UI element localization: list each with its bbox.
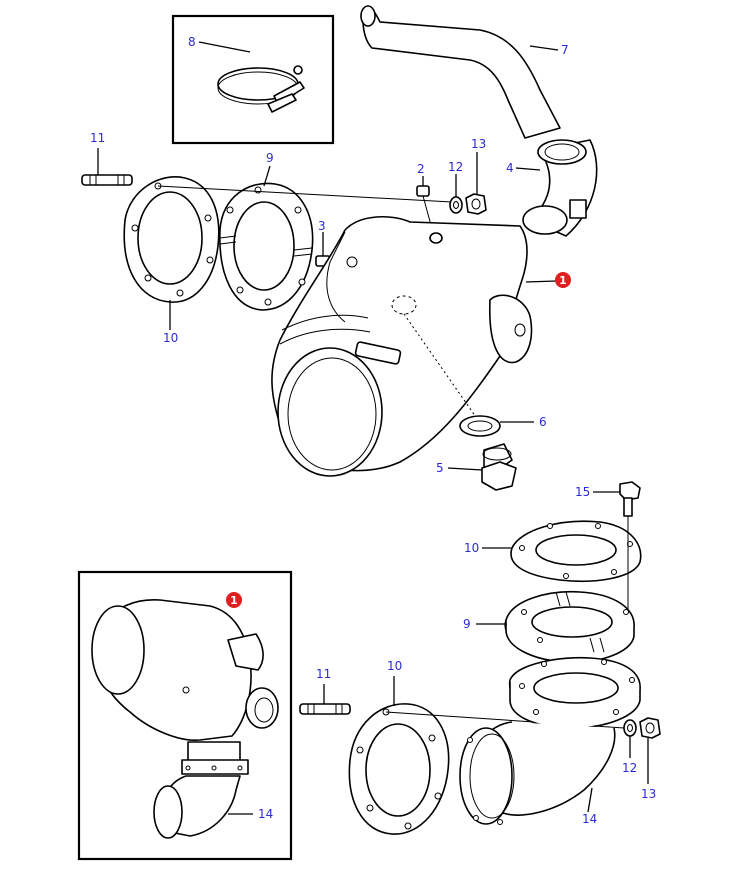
- gasket-part-10-bottom: [348, 703, 450, 835]
- elbow-part-14: [459, 656, 641, 825]
- split-flange-part-9-right: [504, 590, 635, 663]
- label-9-top: 9: [266, 151, 274, 165]
- leader-8: [198, 41, 251, 53]
- label-14-bottom: 14: [582, 812, 597, 826]
- nut-part-13-bottom: [639, 717, 661, 739]
- label-10-top: 10: [163, 331, 178, 345]
- leader-4: [515, 167, 541, 171]
- inset-box-clamp: 8: [171, 14, 335, 145]
- label-11-top: 11: [90, 131, 105, 145]
- label-12-bottom: 12: [622, 761, 637, 775]
- stud-part-11-bottom: [299, 703, 351, 715]
- callout-1-inset-text: 1: [230, 594, 238, 607]
- label-13-top: 13: [471, 137, 486, 151]
- hose-clamp-drawing: [217, 65, 305, 113]
- hose-part-7: [360, 5, 561, 139]
- inset-box-assembled: 1 14: [77, 570, 293, 861]
- label-8: 8: [188, 35, 196, 49]
- leader-9-top: [263, 165, 271, 187]
- gasket-part-10-top: [123, 176, 220, 303]
- label-6: 6: [539, 415, 547, 429]
- washer-part-12-bottom: [623, 719, 637, 737]
- washer-part-12-top: [449, 196, 463, 214]
- assembly-line-top: [157, 185, 453, 203]
- label-12-top: 12: [448, 160, 463, 174]
- label-10-bottom: 10: [387, 659, 402, 673]
- drain-plug-part-5: [481, 443, 517, 491]
- callout-badge-1: 1: [555, 272, 571, 288]
- label-7: 7: [561, 43, 569, 57]
- label-13-bottom: 13: [641, 787, 656, 801]
- stud-part-11-top: [81, 174, 133, 186]
- callout-1-text: 1: [559, 274, 567, 287]
- assembled-silencer-drawing: [91, 599, 279, 839]
- label-15: 15: [575, 485, 590, 499]
- sealing-ring-part-6: [459, 415, 501, 437]
- label-10-right: 10: [464, 541, 479, 555]
- leader-7: [529, 45, 559, 51]
- elbow-part-4: [522, 139, 598, 237]
- label-5: 5: [436, 461, 444, 475]
- leader-1: [525, 280, 557, 283]
- leader-14-bottom: [587, 787, 593, 813]
- silencer-body-part-1: [271, 215, 533, 477]
- gasket-part-10-right: [510, 520, 642, 582]
- label-14-inset: 14: [258, 807, 273, 821]
- label-4: 4: [506, 161, 514, 175]
- nut-part-13-top: [465, 193, 487, 215]
- split-flange-part-9-top: [219, 182, 314, 311]
- leader-5: [447, 467, 483, 471]
- bolt-part-15: [619, 481, 641, 517]
- label-3: 3: [318, 219, 326, 233]
- callout-badge-1-inset: 1: [226, 592, 242, 608]
- label-11-bottom: 11: [316, 667, 331, 681]
- label-9-right: 9: [463, 617, 471, 631]
- label-2: 2: [417, 162, 425, 176]
